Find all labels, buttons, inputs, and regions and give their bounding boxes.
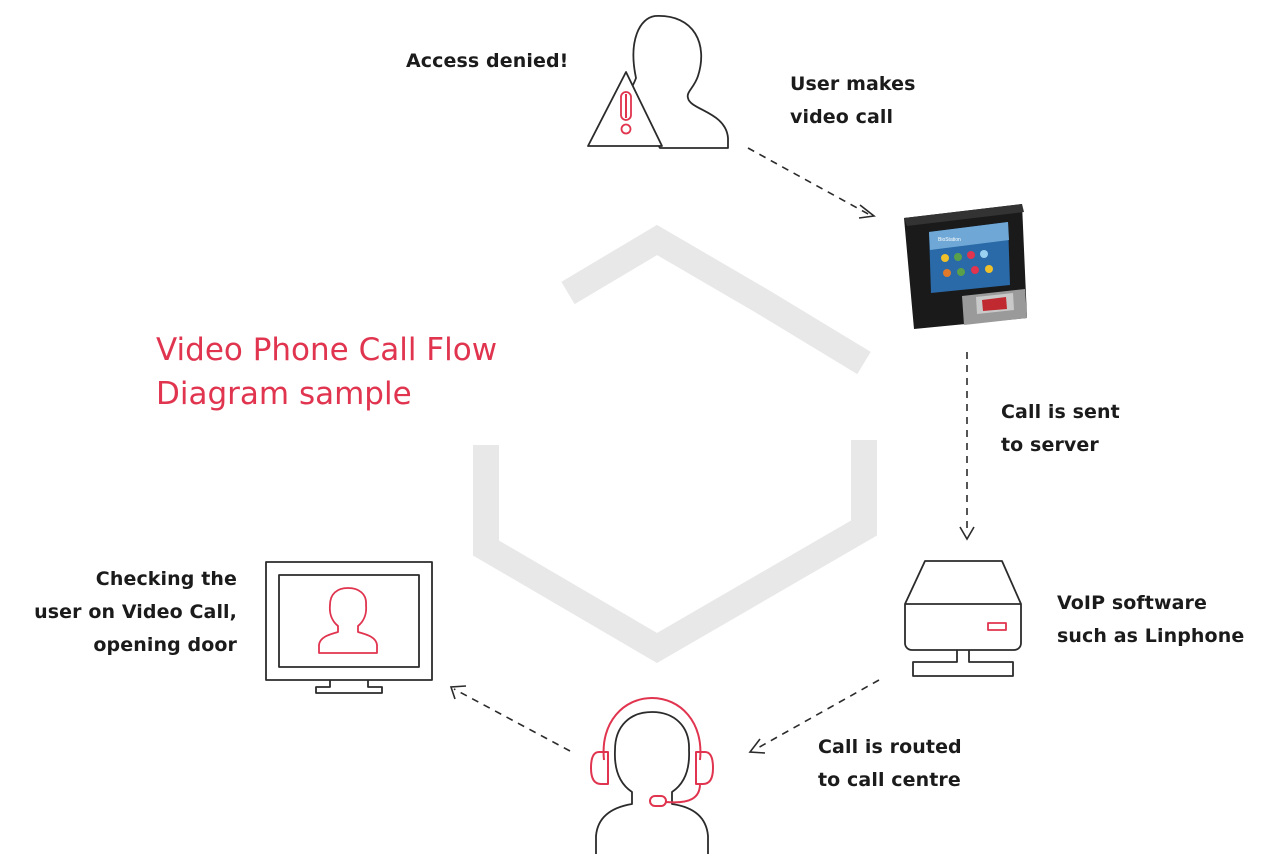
label-access-denied: Access denied! — [406, 50, 569, 72]
label-checking-user: Checking the user on Video Call, opening… — [34, 568, 237, 656]
flow-arrows — [449, 147, 975, 754]
label-call-sent: Call is sent to server — [1001, 401, 1120, 456]
user-with-warning-icon — [587, 15, 729, 149]
diagram-title: Video Phone Call Flow Diagram sample — [156, 332, 498, 412]
arrowhead-server — [959, 526, 975, 541]
monitor-user-icon — [265, 561, 433, 694]
arrowhead-terminal — [858, 204, 876, 219]
arrowhead-monitor — [449, 685, 467, 700]
label-call-routed: Call is routed to call centre — [818, 736, 962, 791]
arrow-operator-to-monitor — [453, 688, 571, 752]
arrow-user-to-terminal — [747, 147, 871, 216]
device-brand-text: BioStation — [938, 237, 961, 243]
arrow-server-to-operator — [755, 679, 880, 750]
headset-operator-icon — [590, 697, 714, 854]
biometric-terminal-icon: BioStation — [904, 204, 1027, 329]
background-hexagon-lower — [473, 440, 877, 664]
server-icon — [904, 560, 1022, 677]
background-hexagon — [561, 224, 871, 375]
label-user-makes-call: User makes video call — [790, 73, 916, 128]
arrowhead-operator — [748, 738, 766, 754]
label-voip-software: VoIP software such as Linphone — [1057, 592, 1245, 647]
